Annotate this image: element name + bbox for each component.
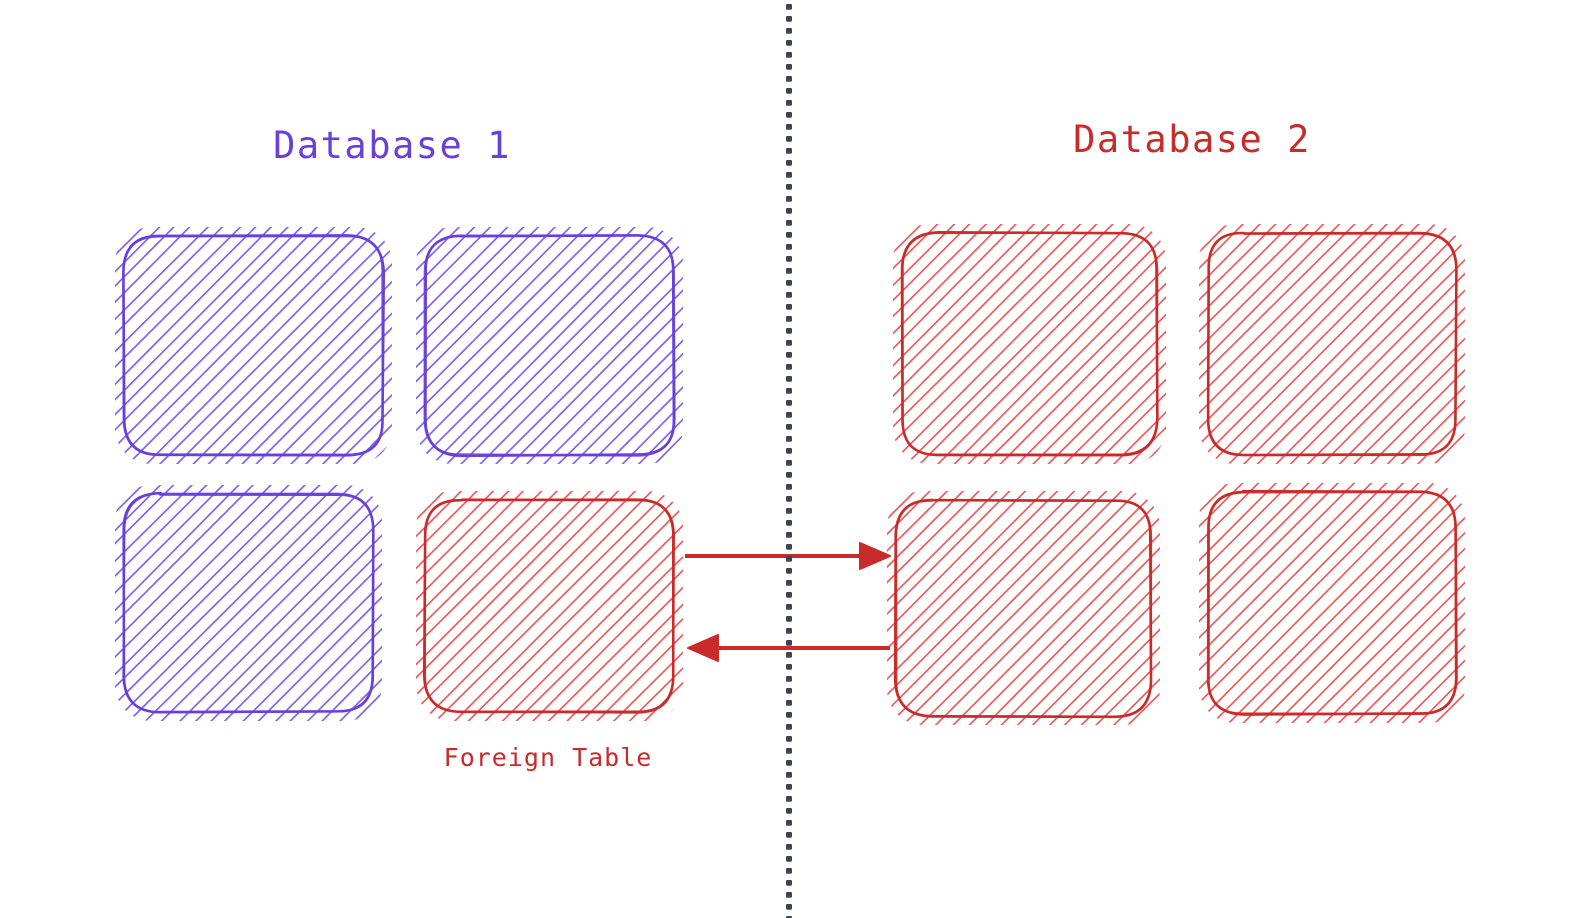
db1-table-3[interactable]	[0, 348, 496, 852]
hatch-fill	[1199, 483, 1465, 723]
arrows-layer	[685, 542, 891, 662]
hatch-fill	[887, 491, 1160, 725]
hatch-fill	[1199, 224, 1465, 464]
db2-table-4[interactable]	[1075, 346, 1587, 859]
db2-table-3[interactable]	[766, 350, 1280, 864]
database-2-title: Database 2	[1073, 118, 1311, 161]
db2-table-2[interactable]	[1075, 88, 1588, 600]
hatch-fill	[115, 227, 392, 464]
database-boundary-divider	[786, 4, 792, 918]
db1-table-1[interactable]	[0, 84, 510, 602]
foreign-table-box[interactable]	[298, 353, 798, 853]
table-boxes-layer	[0, 84, 1588, 864]
divider-layer	[786, 4, 792, 918]
arrow-db2-to-foreign-table[interactable]	[687, 634, 890, 662]
database-1-title: Database 1	[273, 124, 511, 167]
hatch-fill	[115, 485, 382, 721]
db1-table-2[interactable]	[293, 89, 806, 600]
foreign-table-caption: Foreign Table	[443, 743, 653, 772]
arrow-foreign-table-to-db2[interactable]	[685, 542, 891, 570]
